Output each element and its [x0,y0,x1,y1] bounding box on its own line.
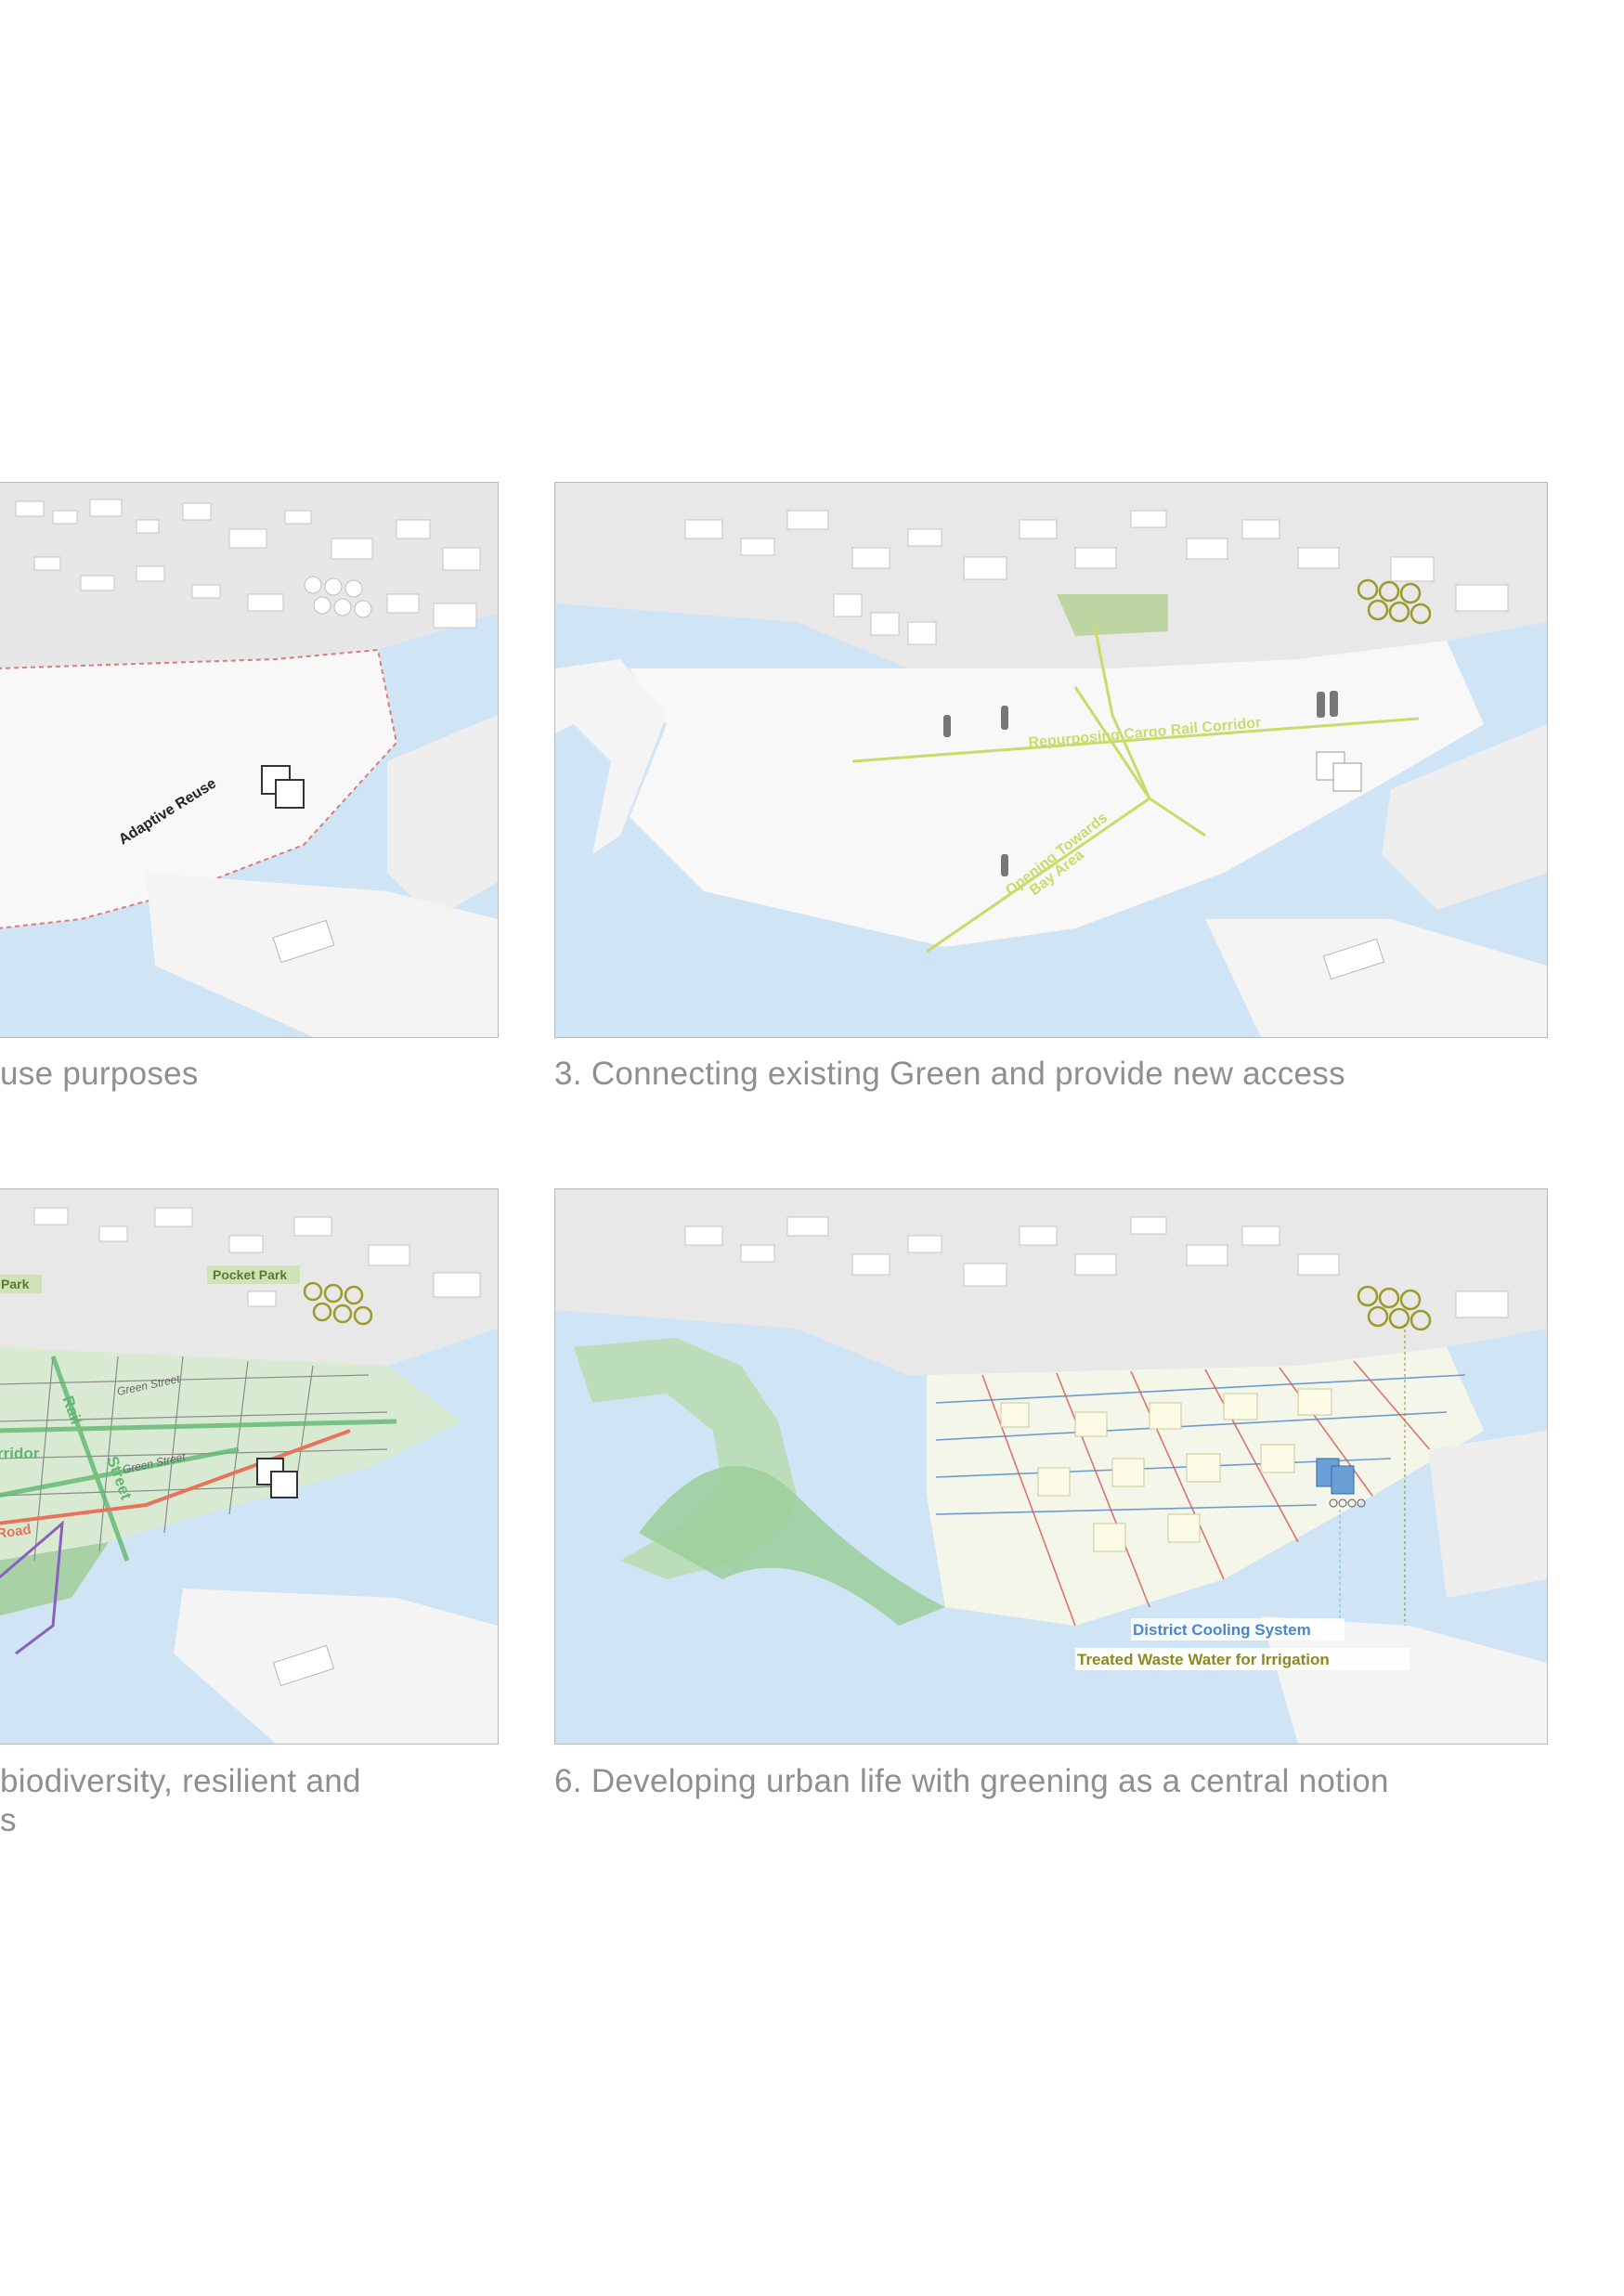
caption-top-left: use purposes [0,1055,199,1094]
park-fragment-label: Park [1,1277,30,1291]
district-cooling-label: District Cooling System [1133,1621,1311,1639]
caption-bottom-left-line2: s [0,1801,17,1840]
corridor-fragment-label: rridor [0,1445,40,1462]
caption-top-right: 3. Connecting existing Green and provide… [554,1055,1345,1094]
diagram-panel-urban-life: District Cooling System Treated Waste Wa… [554,1188,1548,1745]
diagram-panel-biodiversity: Park Pocket Park Rail rridor Street Gree… [0,1188,499,1745]
caption-bottom-left-line1: biodiversity, resilient and [0,1762,361,1801]
pocket-park-label: Pocket Park [213,1267,287,1282]
diagram-panel-green-connections: Repurposing Cargo Rail Corridor Opening … [554,482,1548,1038]
caption-bottom-right: 6. Developing urban life with greening a… [554,1762,1389,1801]
treated-water-label: Treated Waste Water for Irrigation [1077,1651,1330,1668]
diagram-panel-adaptive-reuse: Adaptive Reuse [0,482,499,1038]
